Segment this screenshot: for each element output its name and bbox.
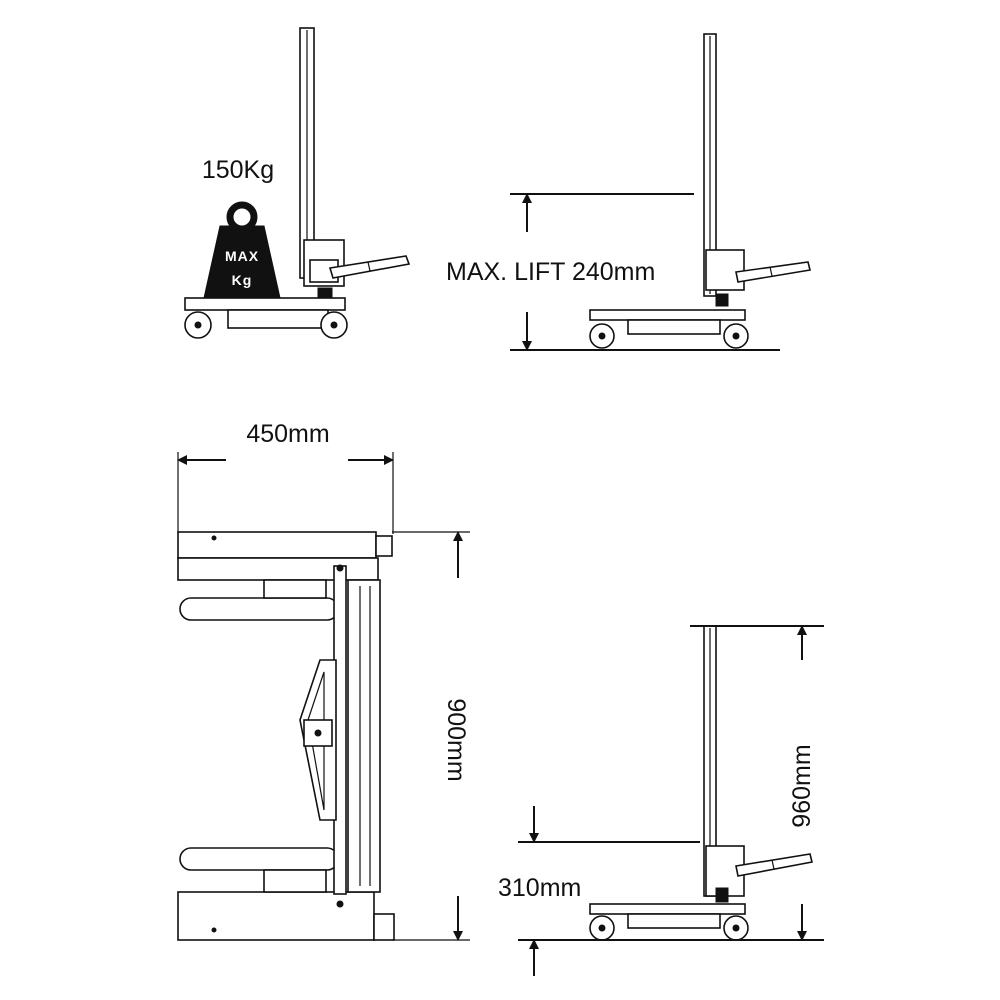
max-load-label: 150Kg <box>202 156 274 184</box>
platform-height-label: 310mm <box>498 874 581 902</box>
side-view-lifted: MAX. LIFT 240mm <box>446 33 811 351</box>
weight-badge-max: MAX <box>225 248 259 264</box>
weight-ring <box>226 201 258 233</box>
height-label: 960mm <box>788 744 816 827</box>
upper-roller <box>179 597 339 621</box>
max-lift-label: MAX. LIFT 240mm <box>446 258 655 286</box>
base-platform <box>184 297 346 311</box>
carriage <box>705 249 745 291</box>
base-platform <box>589 903 746 915</box>
bottom-plate <box>177 891 375 941</box>
pump-handle <box>735 853 813 877</box>
pump-handle <box>735 261 811 283</box>
top-view: 450mm 900mm <box>177 420 470 941</box>
top-plate <box>177 531 377 559</box>
side-view-dimensions: 960mm 310mm <box>498 625 824 976</box>
length-label: 900mm <box>442 698 470 781</box>
lower-roller <box>179 847 339 871</box>
width-label: 450mm <box>246 420 329 448</box>
side-view-loaded: MAX Kg 150Kg <box>184 27 411 339</box>
base-platform <box>589 309 746 321</box>
weight-icon <box>203 225 281 299</box>
weight-badge-kg: Kg <box>232 272 253 288</box>
